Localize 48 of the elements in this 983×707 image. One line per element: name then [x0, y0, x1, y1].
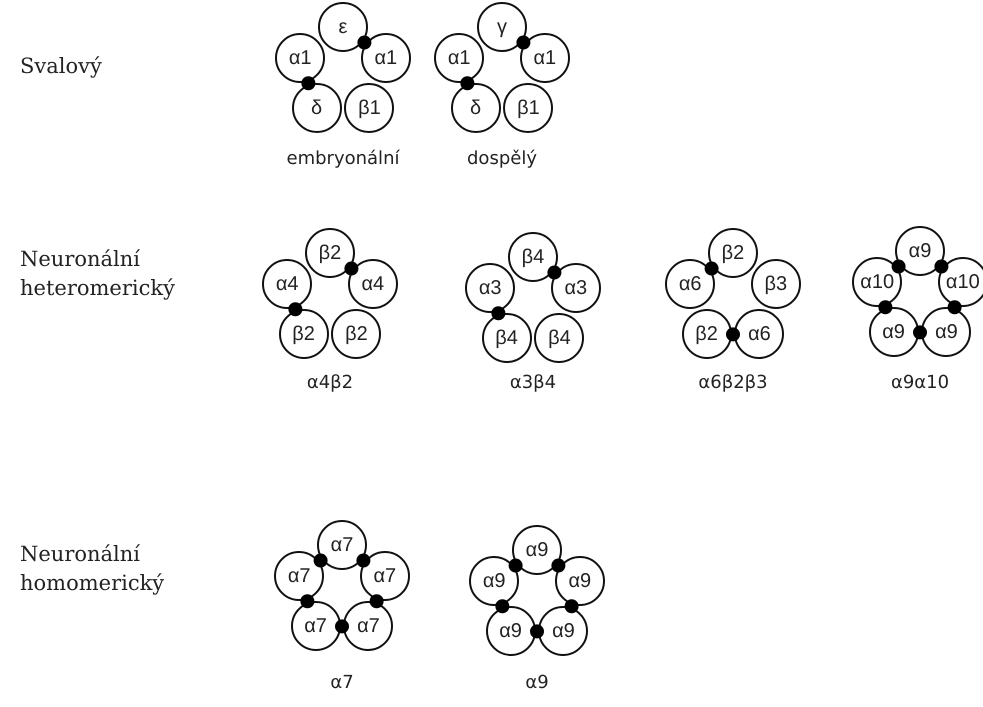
subunit-circle: δ	[450, 83, 501, 134]
row-heading: Neuronální heteromerický	[20, 246, 176, 302]
receptor-caption: α9α10	[890, 372, 950, 393]
subunit-circle: α1	[360, 33, 411, 84]
subunit-circle: α3	[550, 263, 601, 314]
receptor-caption: α3β4	[510, 372, 556, 393]
subunit-circle: α9	[554, 556, 605, 606]
receptor-caption: α4β2	[306, 372, 354, 393]
subunit-circle: α6	[665, 259, 716, 310]
subunit-circle: α9	[469, 556, 520, 606]
subunit-circle: α1	[520, 33, 570, 84]
subunit-circle: α9	[486, 606, 536, 656]
subunit-circle: α3	[465, 263, 516, 314]
subunit-circle: ε	[318, 2, 368, 52]
receptor-caption: α7	[330, 672, 354, 693]
subunit-circle: α7	[274, 551, 324, 602]
receptor-caption: dospělý	[467, 148, 537, 169]
subunit-circle: β2	[331, 309, 382, 360]
subunit-circle: δ	[292, 83, 342, 134]
subunit-circle: α7	[290, 601, 341, 652]
subunit-circle: β2	[682, 309, 732, 360]
subunit-circle: β1	[503, 83, 554, 134]
subunit-circle: α9	[538, 606, 588, 656]
subunit-circle: α7	[343, 601, 394, 652]
subunit-circle: α9	[868, 307, 919, 358]
subunit-circle: β1	[344, 83, 394, 134]
subunit-circle: β4	[534, 313, 584, 364]
subunit-circle: γ	[477, 2, 527, 52]
subunit-circle: β4	[508, 232, 558, 282]
subunit-circle: α6	[734, 309, 784, 360]
subunit-circle: β3	[750, 259, 801, 310]
subunit-circle: α4	[348, 259, 398, 310]
subunit-circle: β2	[278, 309, 329, 360]
subunit-circle: α4	[262, 259, 312, 310]
row-heading: Svalový	[20, 53, 103, 80]
subunit-circle: α1	[434, 33, 484, 84]
subunit-circle: β2	[305, 228, 355, 278]
subunit-circle: α7	[360, 551, 410, 602]
receptor-caption: embryonální	[286, 148, 400, 169]
receptor-caption: α9	[525, 672, 549, 693]
subunit-circle: β4	[482, 313, 532, 364]
subunit-circle: α9	[921, 307, 972, 358]
subunit-circle: α10	[852, 257, 902, 308]
subunit-circle: α10	[938, 257, 983, 308]
receptor-caption: α6β2β3	[698, 372, 768, 393]
subunit-circle: β2	[708, 228, 758, 278]
subunit-circle: α1	[275, 33, 326, 84]
row-heading: Neuronální homomerický	[20, 541, 166, 597]
